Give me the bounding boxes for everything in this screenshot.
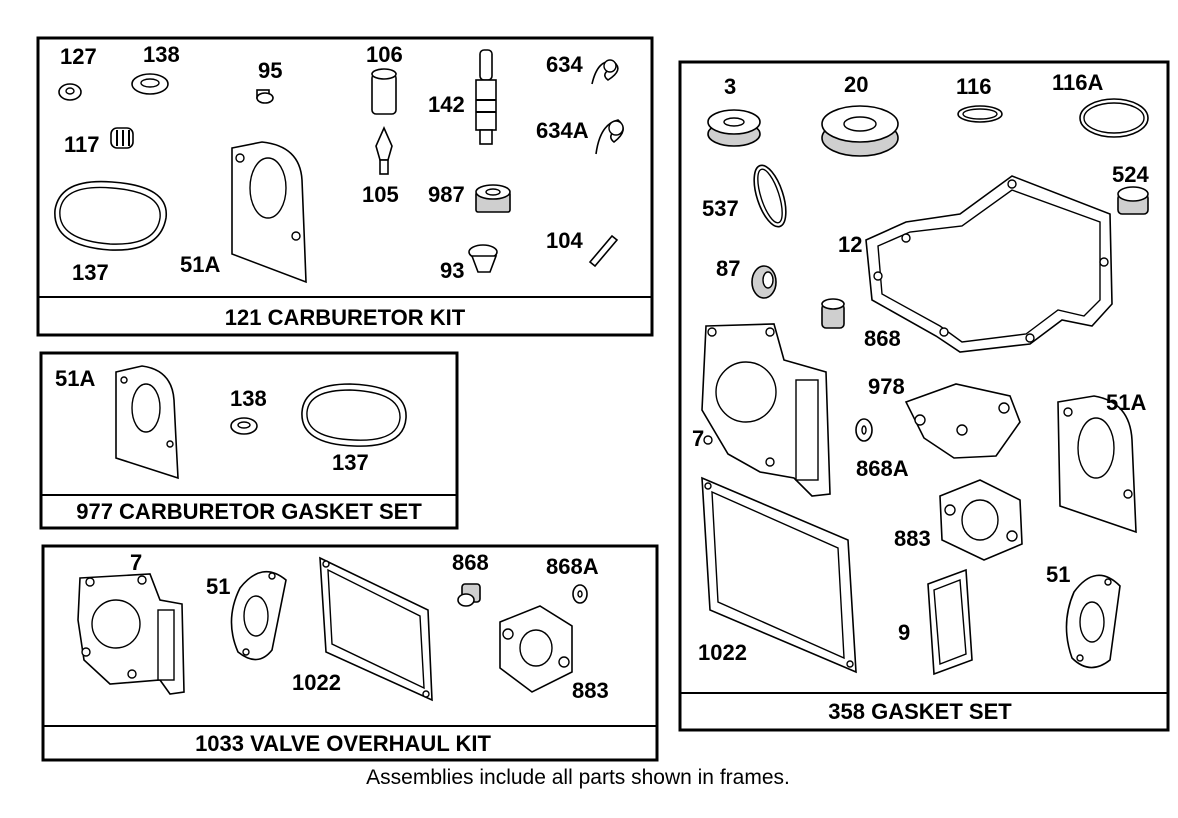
part-label-137: 137: [332, 450, 369, 475]
part-label-883: 883: [894, 526, 931, 551]
part-label-51A: 51A: [180, 252, 220, 277]
seal-138-drawing: [230, 417, 258, 435]
seal-20-drawing: [821, 105, 899, 157]
part-label-12: 12: [838, 232, 862, 257]
gasket-set-title: 358 GASKET SET: [828, 699, 1012, 724]
part-label-51A: 51A: [55, 366, 95, 391]
ring-537-drawing: [753, 164, 787, 228]
ring-137-drawing: [54, 180, 167, 251]
part-label-524: 524: [1112, 162, 1149, 187]
part-label-93: 93: [440, 258, 464, 283]
part-label-105: 105: [362, 182, 399, 207]
seal-868-drawing: [821, 298, 845, 329]
gasket-9-drawing: [927, 568, 973, 676]
part-label-1022: 1022: [698, 640, 747, 665]
carburetor-kit-title: 121 CARBURETOR KIT: [225, 305, 466, 330]
bracket-978-drawing: [904, 383, 1021, 459]
part-label-868A: 868A: [856, 456, 909, 481]
valve-93-drawing: [468, 244, 498, 273]
gasket-set-frame: 358 GASKET SET: [678, 60, 1170, 732]
part-label-138: 138: [230, 386, 267, 411]
part-label-116: 116: [956, 74, 992, 99]
ring-116A-drawing: [1079, 98, 1149, 138]
spring-117-drawing: [110, 127, 134, 149]
gasket-883-drawing: [939, 479, 1023, 561]
gasket-51A-drawing: [115, 365, 179, 480]
washer-868A-drawing: [572, 584, 588, 604]
part-label-127: 127: [60, 44, 97, 69]
part-label-87: 87: [716, 256, 740, 281]
cover-gasket-1022-drawing: [319, 556, 433, 702]
gasket-51A-drawing: [231, 141, 307, 284]
head-gasket-7-drawing: [701, 323, 831, 497]
part-label-7: 7: [692, 426, 704, 451]
head-gasket-7-drawing: [77, 573, 185, 695]
part-label-104: 104: [546, 228, 583, 253]
spring-634A-drawing: [595, 119, 624, 155]
part-label-987: 987: [428, 182, 465, 207]
plug-524-drawing: [1117, 186, 1149, 215]
part-label-51: 51: [1046, 562, 1070, 587]
gasket-883-drawing: [499, 605, 573, 693]
gasket-51A-drawing: [1057, 395, 1137, 534]
gasket-51-drawing: [230, 570, 287, 661]
part-label-95: 95: [258, 58, 282, 83]
part-label-868: 868: [864, 326, 901, 351]
ring-137-drawing: [301, 383, 407, 447]
part-label-9: 9: [898, 620, 910, 645]
part-label-142: 142: [428, 92, 465, 117]
spacer-987-drawing: [475, 184, 511, 213]
washer-127-drawing: [58, 83, 82, 101]
carburetor-gasket-set-title: 977 CARBURETOR GASKET SET: [76, 499, 422, 524]
part-label-868: 868: [452, 550, 489, 575]
part-label-116A: 116A: [1052, 70, 1103, 95]
seal-868-drawing: [457, 583, 481, 607]
carburetor-kit-frame: 121 CARBURETOR KIT: [36, 36, 654, 337]
part-label-20: 20: [844, 72, 868, 97]
part-label-883: 883: [572, 678, 609, 703]
needle-105-drawing: [375, 126, 393, 175]
part-label-138: 138: [143, 42, 180, 67]
washer-868A-drawing: [855, 418, 873, 442]
seal-3-drawing: [707, 109, 761, 147]
part-label-3: 3: [724, 74, 736, 99]
ring-116-drawing: [957, 105, 1003, 123]
cover-gasket-1022-drawing: [701, 476, 857, 674]
pin-104-drawing: [588, 234, 619, 268]
needle-seat-106-drawing: [371, 68, 397, 115]
part-label-7: 7: [130, 550, 142, 575]
gasket-51-drawing: [1065, 574, 1121, 669]
part-label-1022: 1022: [292, 670, 341, 695]
valve-overhaul-kit-frame: 1033 VALVE OVERHAUL KIT: [41, 544, 659, 762]
seal-138-drawing: [131, 73, 169, 95]
screw-95-drawing: [256, 89, 274, 104]
seal-87-drawing: [751, 265, 777, 299]
part-label-51: 51: [206, 574, 230, 599]
oil-pan-gasket-12-drawing: [865, 175, 1113, 353]
part-label-634A: 634A: [536, 118, 589, 143]
part-label-868A: 868A: [546, 554, 599, 579]
part-label-117: 117: [64, 132, 100, 157]
part-label-137: 137: [72, 260, 109, 285]
part-label-537: 537: [702, 196, 739, 221]
part-label-978: 978: [868, 374, 905, 399]
valve-overhaul-kit-title: 1033 VALVE OVERHAUL KIT: [195, 731, 491, 756]
carburetor-gasket-set-frame: 977 CARBURETOR GASKET SET 51A 138 137: [39, 351, 459, 530]
part-label-106: 106: [366, 42, 403, 67]
emulsion-tube-142-drawing: [475, 49, 497, 145]
part-label-634: 634: [546, 52, 583, 77]
spring-634-drawing: [591, 59, 619, 85]
assemblies-caption: Assemblies include all parts shown in fr…: [366, 766, 790, 789]
part-label-51A: 51A: [1106, 390, 1146, 415]
